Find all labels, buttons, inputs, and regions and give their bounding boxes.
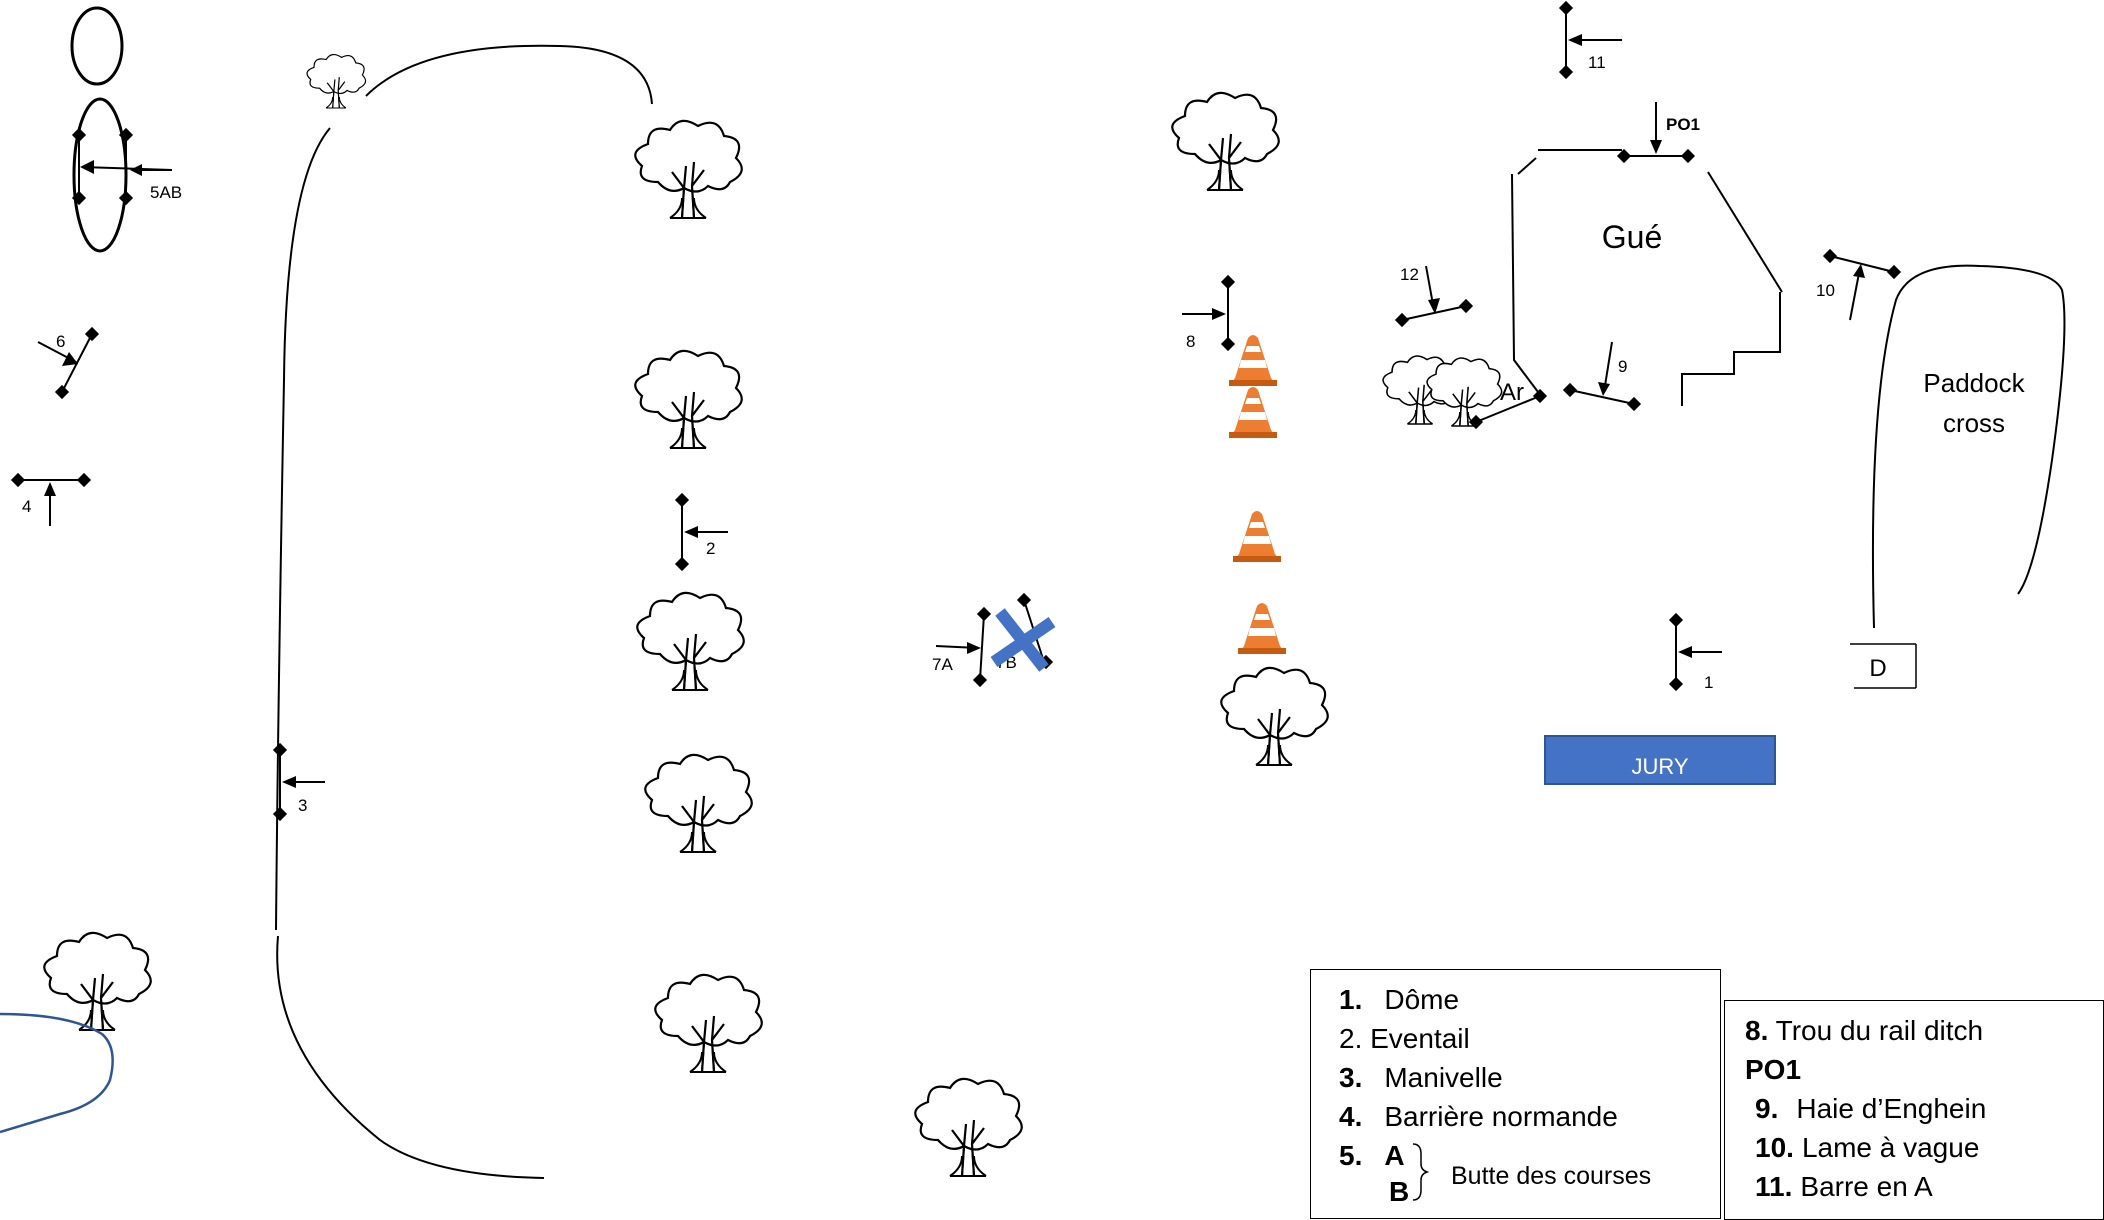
tree-icon: [1220, 666, 1329, 767]
water-outline: [0, 1012, 114, 1134]
legend-item: 4.Barrière normande: [1339, 1101, 1618, 1132]
obstacle-5ab-number: 5AB: [150, 183, 182, 202]
legend-item: PO1: [1745, 1054, 1802, 1085]
obstacle-7ab: 7A 7B: [932, 592, 1056, 688]
tree-icon: [634, 349, 743, 450]
tree-icon: [654, 973, 763, 1074]
po1-label: PO1: [1666, 115, 1700, 134]
legend-left: 1.Dôme 2. Eventail 3.Manivelle 4.Barrièr…: [1310, 969, 1721, 1219]
obstacle-7a-number: 7A: [932, 655, 953, 674]
obstacle-2-number: 2: [706, 539, 715, 558]
legend-item: 10.Lame à vague: [1755, 1132, 1980, 1163]
obstacle-1-number: 1: [1704, 673, 1713, 692]
obstacle-9-number: 9: [1618, 357, 1627, 376]
legend-item: 9.Haie d’Enghein: [1755, 1093, 1987, 1124]
tree-icon: [914, 1077, 1023, 1178]
tree-icon: [1171, 91, 1280, 192]
ford-area: [1511, 149, 1783, 406]
obstacle-3: 3: [272, 742, 325, 822]
obstacle-3-number: 3: [298, 796, 307, 815]
legend-right: 8. Trou du rail ditch PO1 9.Haie d’Enghe…: [1724, 1000, 2104, 1220]
bracket-icon: [1412, 1143, 1430, 1201]
start-box: D: [1850, 643, 1917, 689]
obstacle-2: 2: [674, 492, 728, 572]
legend-item: 8. Trou du rail ditch: [1745, 1015, 1984, 1046]
legend-item: 1.Dôme: [1339, 984, 1460, 1015]
obstacle-10-number: 10: [1816, 281, 1835, 300]
obstacle-12: 12: [1394, 265, 1474, 328]
tree-icon: [644, 753, 753, 854]
obstacle-1: 1: [1668, 612, 1722, 692]
legend-bracket-text: Butte des courses: [1451, 1162, 1652, 1190]
track-line-left: [275, 127, 331, 931]
oval-feature: [70, 6, 124, 86]
track-line-top: [365, 44, 653, 105]
tree-icon: [306, 53, 367, 109]
obstacle-11-number: 11: [1588, 53, 1606, 72]
traffic-cone-icon: [1233, 511, 1281, 562]
obstacle-9: 9: [1562, 341, 1642, 412]
start-label: D: [1869, 655, 1886, 682]
obstacle-4-number: 4: [22, 497, 31, 516]
obstacle-8-number: 8: [1186, 332, 1195, 351]
jury-box: JURY: [1544, 735, 1776, 785]
traffic-cone-icon: [1238, 603, 1286, 654]
tree-icon: [634, 119, 743, 220]
obstacle-4: 4: [10, 472, 92, 526]
obstacle-po1: PO1: [1616, 102, 1700, 164]
obstacle-12-number: 12: [1400, 265, 1419, 284]
legend-item: 3.Manivelle: [1339, 1062, 1503, 1093]
obstacle-ar: Ar: [1468, 379, 1548, 430]
traffic-cone-icon: [1229, 387, 1277, 438]
tree-icon: [636, 591, 745, 692]
obstacle-5ab: 5AB: [71, 97, 182, 253]
obstacle-6: 6: [37, 326, 100, 400]
legend-item: 5.A: [1339, 1140, 1405, 1171]
traffic-cone-icon: [1229, 335, 1277, 386]
paddock-outline: [1871, 264, 2066, 629]
paddock-label-line1: Paddock: [1923, 368, 2025, 398]
obstacle-6-number: 6: [56, 332, 65, 351]
legend-item: 11.Barre en A: [1755, 1171, 1933, 1202]
paddock-label-line2: cross: [1943, 408, 2005, 438]
obstacle-8: 8: [1182, 274, 1236, 352]
obstacle-11: 11: [1558, 0, 1622, 80]
jury-label: JURY: [1631, 754, 1688, 779]
legend-item: 2. Eventail: [1339, 1023, 1470, 1054]
gue-label: Gué: [1602, 219, 1662, 255]
ar-label: Ar: [1500, 379, 1524, 406]
obstacle-10: 10: [1816, 248, 1902, 321]
tree-icon: [43, 931, 152, 1032]
cancel-cross-icon: [990, 608, 1056, 672]
legend-item: B: [1389, 1176, 1410, 1207]
track-line-bottom: [276, 935, 545, 1179]
